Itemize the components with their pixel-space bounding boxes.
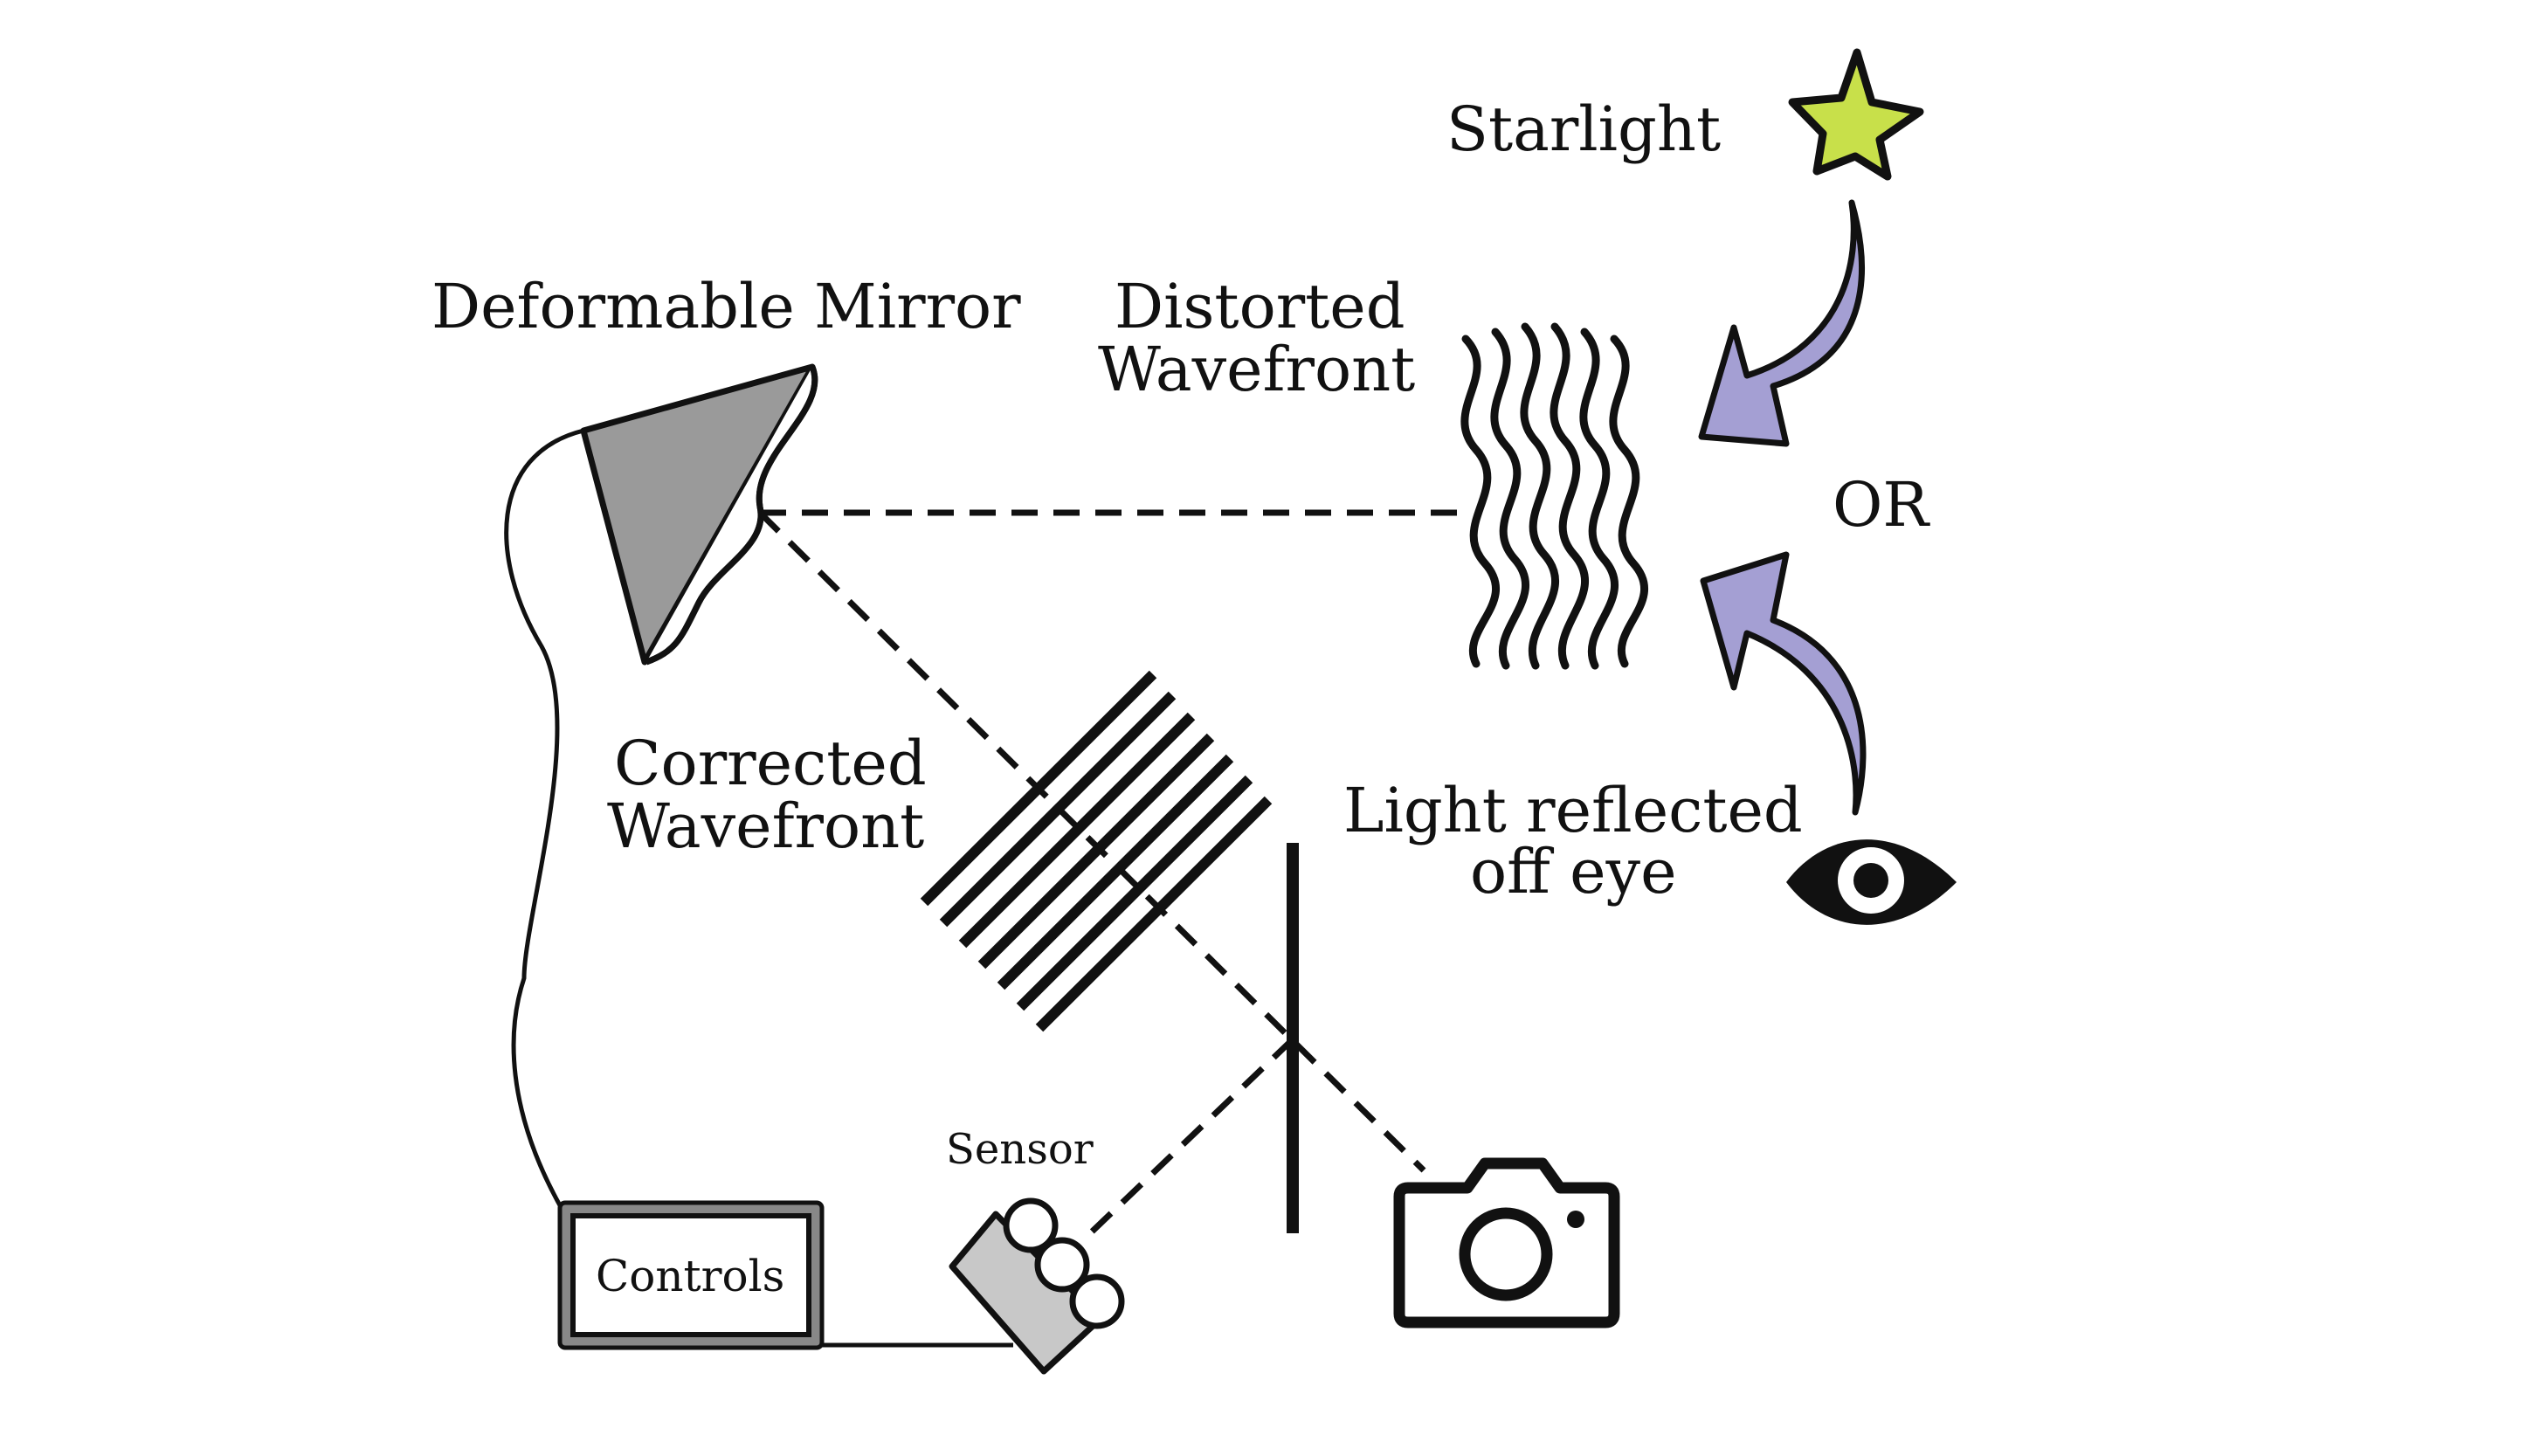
eye-icon	[1786, 839, 1957, 925]
curved-arrow-icon	[1698, 199, 1865, 447]
star-icon	[1788, 48, 1924, 181]
deformable-mirror	[580, 363, 818, 666]
starlight-label: Starlight	[1446, 93, 1721, 165]
sensor-label: Sensor	[946, 1125, 1094, 1174]
controls-label: Controls	[596, 1251, 784, 1301]
wiring	[504, 428, 1013, 1348]
light-path	[757, 509, 1467, 1239]
or-label: OR	[1833, 469, 1930, 541]
corrected-wavefront	[920, 670, 1273, 1032]
camera-icon	[1393, 1157, 1620, 1328]
curved-arrow-icon	[1700, 551, 1867, 816]
light-reflected-label-line2: off eye	[1470, 836, 1677, 907]
corrected-wavefront-label-line2: Wavefront	[607, 790, 924, 862]
light-reflected-label-line1: Light reflected	[1343, 775, 1803, 846]
distorted-wavefront	[1460, 322, 1649, 670]
controls-box	[557, 1200, 825, 1350]
distorted-wavefront-label-line1: Distorted	[1115, 271, 1405, 342]
distorted-wavefront-label-line2: Wavefront	[1098, 334, 1415, 405]
sensor	[949, 1197, 1125, 1375]
corrected-wavefront-label-line1: Corrected	[614, 728, 927, 799]
deformable-mirror-label: Deformable Mirror	[431, 271, 1021, 342]
